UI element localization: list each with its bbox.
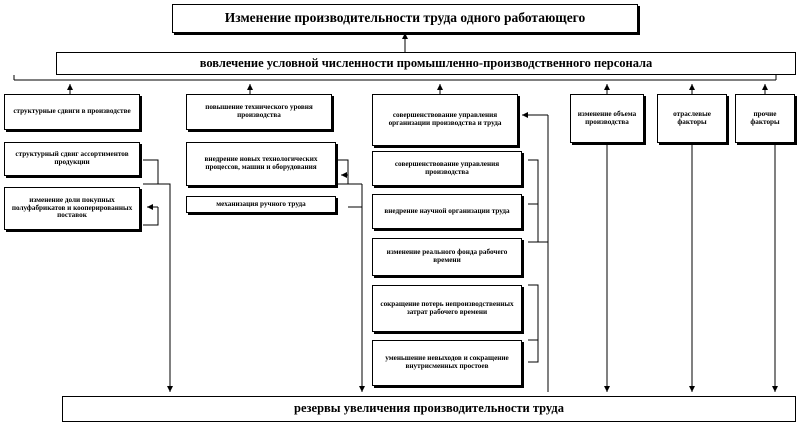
new-processes-box: внедрение новых технологических процессо… [186, 142, 336, 186]
tech-level-box: повышение технического уровня производст… [186, 94, 332, 130]
other-factors-box: прочие факторы [735, 94, 795, 143]
structural-shifts-box: структурные сдвиги в производстве [4, 94, 140, 130]
assortment-shift-box: структурный сдвиг ассортиментов продукци… [4, 142, 140, 176]
reduce-absences-box: уменьшение невыходов и сокращение внутри… [372, 340, 522, 386]
scientific-organization-box: внедрение научной организации труда [372, 194, 522, 229]
industry-factors-box: отраслевые факторы [657, 94, 727, 143]
management-box: совершенствование управления организации… [372, 94, 518, 146]
mechanization-box: механизация ручного труда [186, 196, 336, 213]
title-box: Изменение производительности труда одног… [172, 4, 638, 33]
improve-management-box: совершенствование управления производств… [372, 151, 522, 186]
work-time-fund-box: изменение реального фонда рабочего време… [372, 238, 522, 276]
production-volume-box: изменение объема производства [570, 94, 644, 143]
reduce-losses-box: сокращение потерь непроизводственных зат… [372, 285, 522, 332]
reserves-box: резервы увеличения производительности тр… [62, 396, 796, 422]
involvement-box: вовлечение условной численности промышле… [56, 52, 796, 75]
purchased-share-box: изменение доли покупных полуфабрикатов и… [4, 187, 140, 230]
